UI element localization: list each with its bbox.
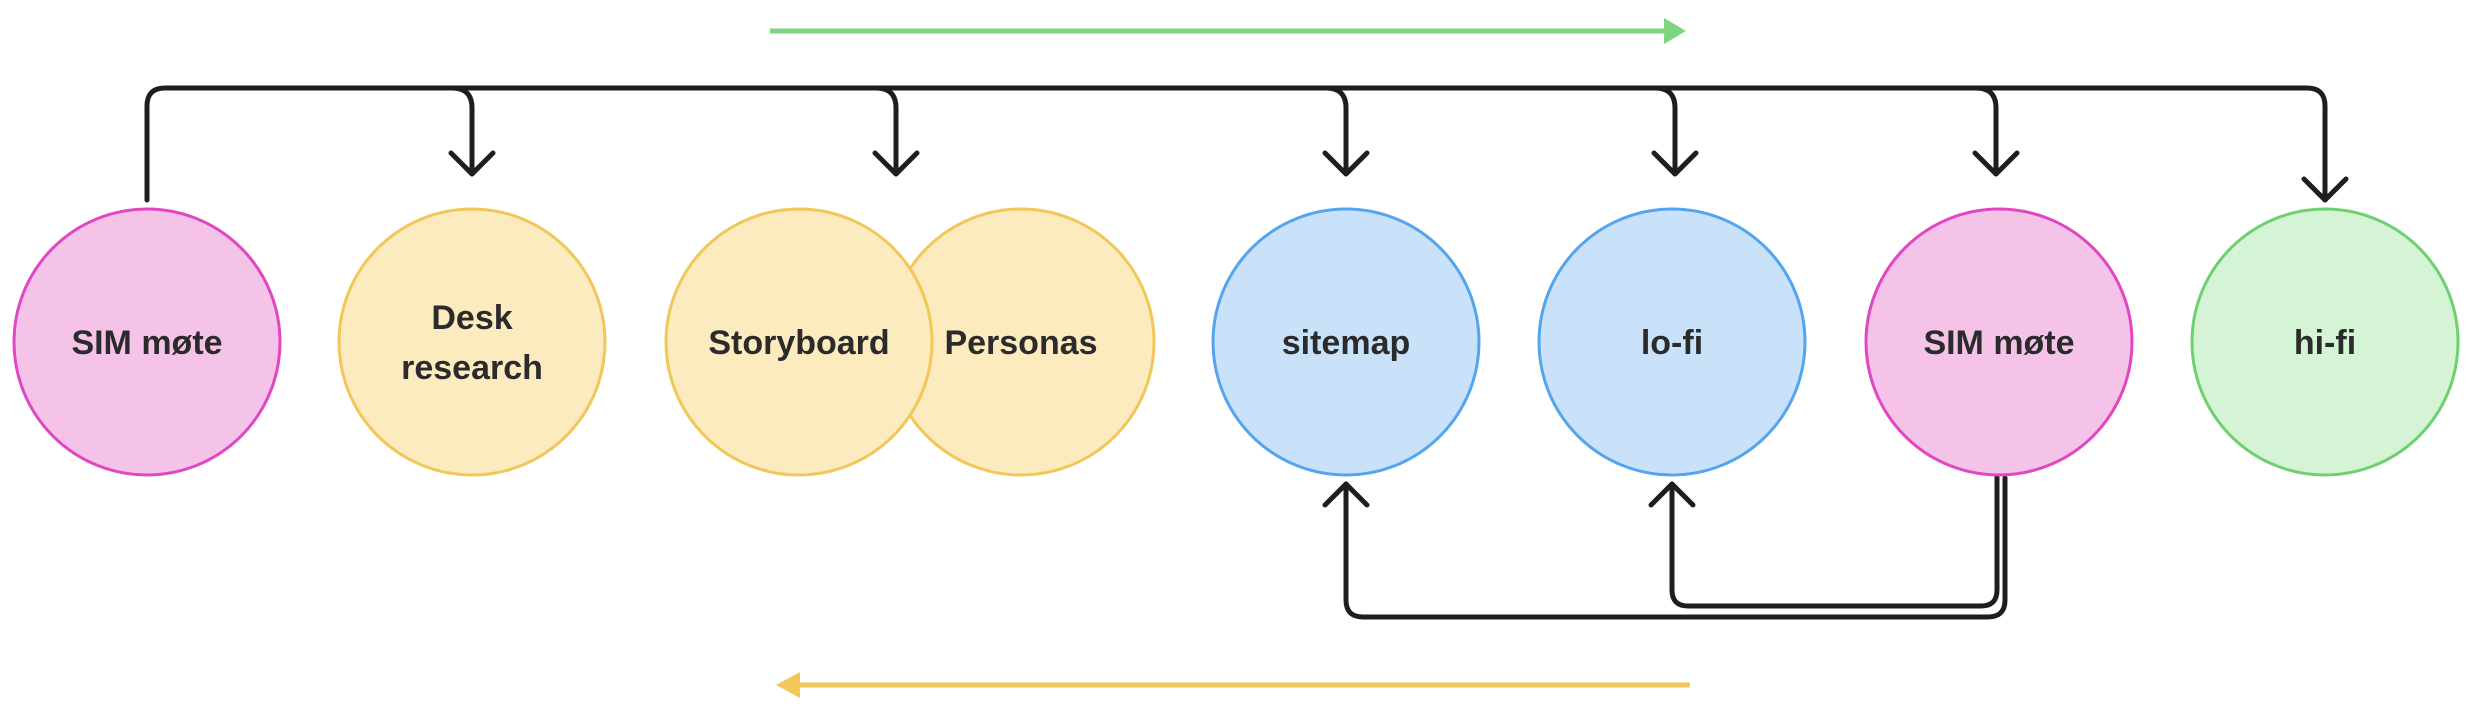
storyboard-circle — [664, 207, 934, 477]
hi-fi-label: hi-fi — [2294, 324, 2356, 362]
desk-research-arrowhead — [448, 150, 496, 177]
storyboard-label: Storyboard — [708, 324, 889, 362]
hi-fi-circle — [2190, 207, 2460, 477]
desk-research-label: Desk — [431, 299, 512, 337]
node-lo-fi[interactable]: lo-fi — [1537, 207, 1807, 477]
sitemap-up-arrowhead — [1322, 481, 1370, 508]
sim-mote-start-circle — [12, 207, 282, 477]
feedback-to-lo-fi — [1648, 471, 2000, 609]
sitemap-circle — [1211, 207, 1481, 477]
sim-mote-start-label: SIM møte — [71, 324, 222, 362]
hi-fi-arrowhead — [2301, 176, 2349, 203]
sitemap-label: sitemap — [1282, 324, 1411, 362]
node-personas[interactable]: Personas — [886, 207, 1156, 477]
sim-mote-review-circle — [1864, 207, 2134, 477]
lo-fi-circle — [1537, 207, 1807, 477]
connectors — [144, 85, 2349, 620]
node-storyboard[interactable]: Storyboard — [664, 207, 934, 477]
desk-research-label: research — [401, 349, 543, 387]
backward-direction-arrow — [776, 672, 1690, 698]
sim-mote-review-drop-connector — [1972, 85, 2020, 177]
node-sim-mote-review[interactable]: SIM møte — [1864, 207, 2134, 477]
desk-research-circle — [337, 207, 607, 477]
sitemap-arrowhead — [1322, 150, 1370, 177]
node-sim-mote-start[interactable]: SIM møte — [12, 207, 282, 477]
sim-mote-review-label: SIM møte — [1923, 324, 2074, 362]
sitemap-drop-connector — [1322, 85, 1370, 177]
node-hi-fi[interactable]: hi-fi — [2190, 207, 2460, 477]
top-bus-connector — [144, 85, 2349, 203]
feedback-to-sitemap — [1322, 475, 2008, 620]
personas-label: Personas — [944, 324, 1097, 362]
storyboard-drop-connector — [872, 85, 920, 177]
lo-fi-label: lo-fi — [1641, 324, 1703, 362]
lo-fi-up-arrowhead — [1648, 481, 1696, 508]
desk-research-drop-connector — [448, 85, 496, 177]
node-desk-research[interactable]: Desk research — [337, 207, 607, 477]
node-sitemap[interactable]: sitemap — [1211, 207, 1481, 477]
forward-direction-arrow — [770, 18, 1686, 44]
lo-fi-drop-connector — [1651, 85, 1699, 177]
nodes: SIM møte Desk research Personas Storyboard si… — [12, 207, 2460, 477]
lo-fi-arrowhead — [1651, 150, 1699, 177]
direction-arrows — [770, 18, 1690, 698]
sim-mote-review-arrowhead — [1972, 150, 2020, 177]
storyboard-arrowhead — [872, 150, 920, 177]
